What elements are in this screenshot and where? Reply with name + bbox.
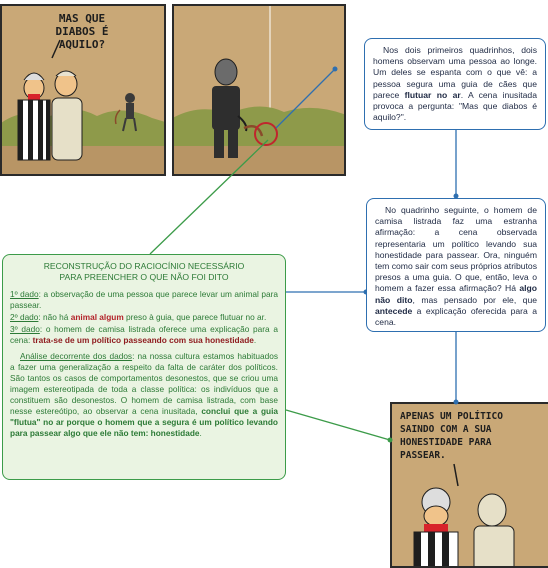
dado-2: 2º dado: não há animal algum preso à gui…: [10, 312, 278, 323]
analise-text-a: : na nossa cultura estamos habituados a …: [10, 351, 278, 416]
box1-bold-a: flutuar no ar: [404, 89, 461, 100]
box2-text-b: , mas pensado por ele, que: [412, 294, 538, 305]
analise-bold: conclui que a guia "flutua" no ar porque…: [10, 406, 278, 438]
dado-3-text-a: : o homem de camisa listrada oferece uma…: [10, 324, 278, 345]
box2-text-a: No quadrinho seguinte, o homem de camisa…: [375, 205, 537, 294]
box1-text-b: . A cena inusitada provoca a pergunta: "…: [373, 89, 537, 123]
dado-3-label: 3º dado: [10, 324, 40, 334]
box1-text: Nos dois primeiros quadrinhos, dois home…: [373, 45, 537, 123]
box2-text: No quadrinho seguinte, o homem de camisa…: [375, 205, 537, 328]
panel4-speech: APENAS UM POLÍTICO SAINDO COM A SUA HONE…: [400, 411, 503, 461]
panel1-speech: MAS QUE DIABOS É AQUILO?: [55, 12, 109, 51]
dado-3-bold: trata-se de um político passeando com su…: [32, 335, 254, 345]
explanation-box-2: No quadrinho seguinte, o homem de camisa…: [366, 198, 546, 332]
dado-2-bold: animal algum: [70, 312, 124, 322]
dado-2-text-a: : não há: [38, 312, 71, 322]
analise-label: Análise decorrente dos dados: [20, 351, 133, 361]
dado-2-text-b: preso à guia, que parece flutuar no ar.: [123, 312, 267, 322]
explanation-box-1: Nos dois primeiros quadrinhos, dois home…: [364, 38, 546, 130]
dado-1-label: 1º dado: [10, 289, 39, 299]
box2-bold-a: algo não dito: [375, 283, 537, 305]
comic-panel-2: [172, 4, 346, 176]
dado-1-text: : a observação de uma pessoa que parece …: [10, 289, 278, 310]
panel4-art: [413, 463, 515, 566]
reasoning-box: RECONSTRUÇÃO DO RACIOCÍNIO NECESSÁRIO PA…: [2, 254, 286, 480]
dado-3: 3º dado: o homem de camisa listrada ofer…: [10, 324, 278, 346]
comic-panel-1: MAS QUE DIABOS É AQUILO?: [0, 4, 166, 176]
box1-text-a: Nos dois primeiros quadrinhos, dois home…: [373, 45, 537, 100]
box2-bold-b: antecede: [375, 305, 413, 316]
panel2-art: [174, 6, 344, 174]
analise-text-b: .: [199, 428, 202, 438]
dado-2-label: 2º dado: [10, 312, 39, 322]
box2-text-c: a explicação oferecida para a cena.: [375, 305, 537, 328]
reasoning-heading: RECONSTRUÇÃO DO RACIOCÍNIO NECESSÁRIO PA…: [43, 261, 245, 282]
panel1-art: [2, 39, 164, 174]
dado-1: 1º dado: a observação de uma pessoa que …: [10, 289, 278, 311]
dado-3-text-b: .: [253, 335, 257, 345]
comic-panel-4: APENAS UM POLÍTICO SAINDO COM A SUA HONE…: [390, 402, 548, 568]
analise: Análise decorrente dos dados: na nossa c…: [10, 351, 278, 439]
